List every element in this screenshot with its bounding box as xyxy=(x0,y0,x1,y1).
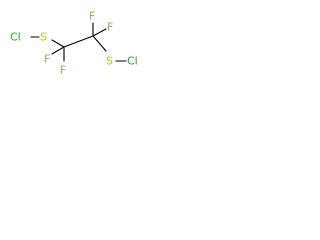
atom-cl-right: Cl xyxy=(127,55,138,68)
atom-f-top-right: F xyxy=(107,21,113,34)
atom-cl-left: Cl xyxy=(10,31,21,44)
bond-c2-f-right xyxy=(92,28,107,37)
atom-f-bottom-left: F xyxy=(60,64,66,77)
atom-label-group: Cl S F F F F S Cl xyxy=(10,10,138,77)
molecule-structure-diagram: Cl S F F F F S Cl xyxy=(10,10,138,77)
bond-s-c1 xyxy=(51,39,65,48)
atom-f-top-center: F xyxy=(89,10,95,23)
atom-s-left: S xyxy=(40,31,47,44)
bond-c2-s-right xyxy=(92,35,107,52)
bond-group xyxy=(30,22,127,62)
bond-c1-f-left xyxy=(51,46,65,55)
bond-c1-c2 xyxy=(63,35,94,48)
atom-f-top-left: F xyxy=(44,53,50,66)
atom-s-right: S xyxy=(106,55,113,68)
